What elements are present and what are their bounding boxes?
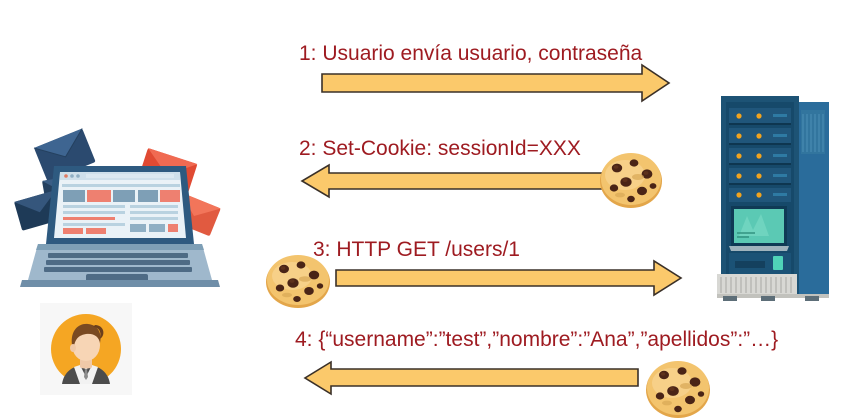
message-3-label: 3: HTTP GET /users/1 xyxy=(313,238,520,261)
message-4-arrow-left xyxy=(302,360,640,396)
laptop-base xyxy=(20,244,220,287)
user-avatar xyxy=(40,303,132,395)
server-monitor xyxy=(729,206,789,251)
client-laptop-illustration xyxy=(8,104,232,296)
laptop-lid xyxy=(46,166,194,244)
message-4-label: 4: {“username”:”test”,”nombre”:”Ana”,”ap… xyxy=(295,328,779,351)
cookie-icon xyxy=(264,253,332,309)
server-blades xyxy=(729,108,791,202)
message-2-arrow-left xyxy=(299,163,633,199)
message-1-arrow-right xyxy=(320,62,672,104)
message-2-label: 2: Set-Cookie: sessionId=XXX xyxy=(299,137,581,160)
server-base-vent xyxy=(717,274,829,301)
avatar-person xyxy=(62,323,110,384)
message-3-arrow-right xyxy=(334,258,684,298)
cookie-icon xyxy=(644,358,712,420)
server-rack-illustration xyxy=(713,96,835,304)
message-1-label: 1: Usuario envía usuario, contraseña xyxy=(299,42,643,65)
cookie-icon xyxy=(598,150,664,210)
